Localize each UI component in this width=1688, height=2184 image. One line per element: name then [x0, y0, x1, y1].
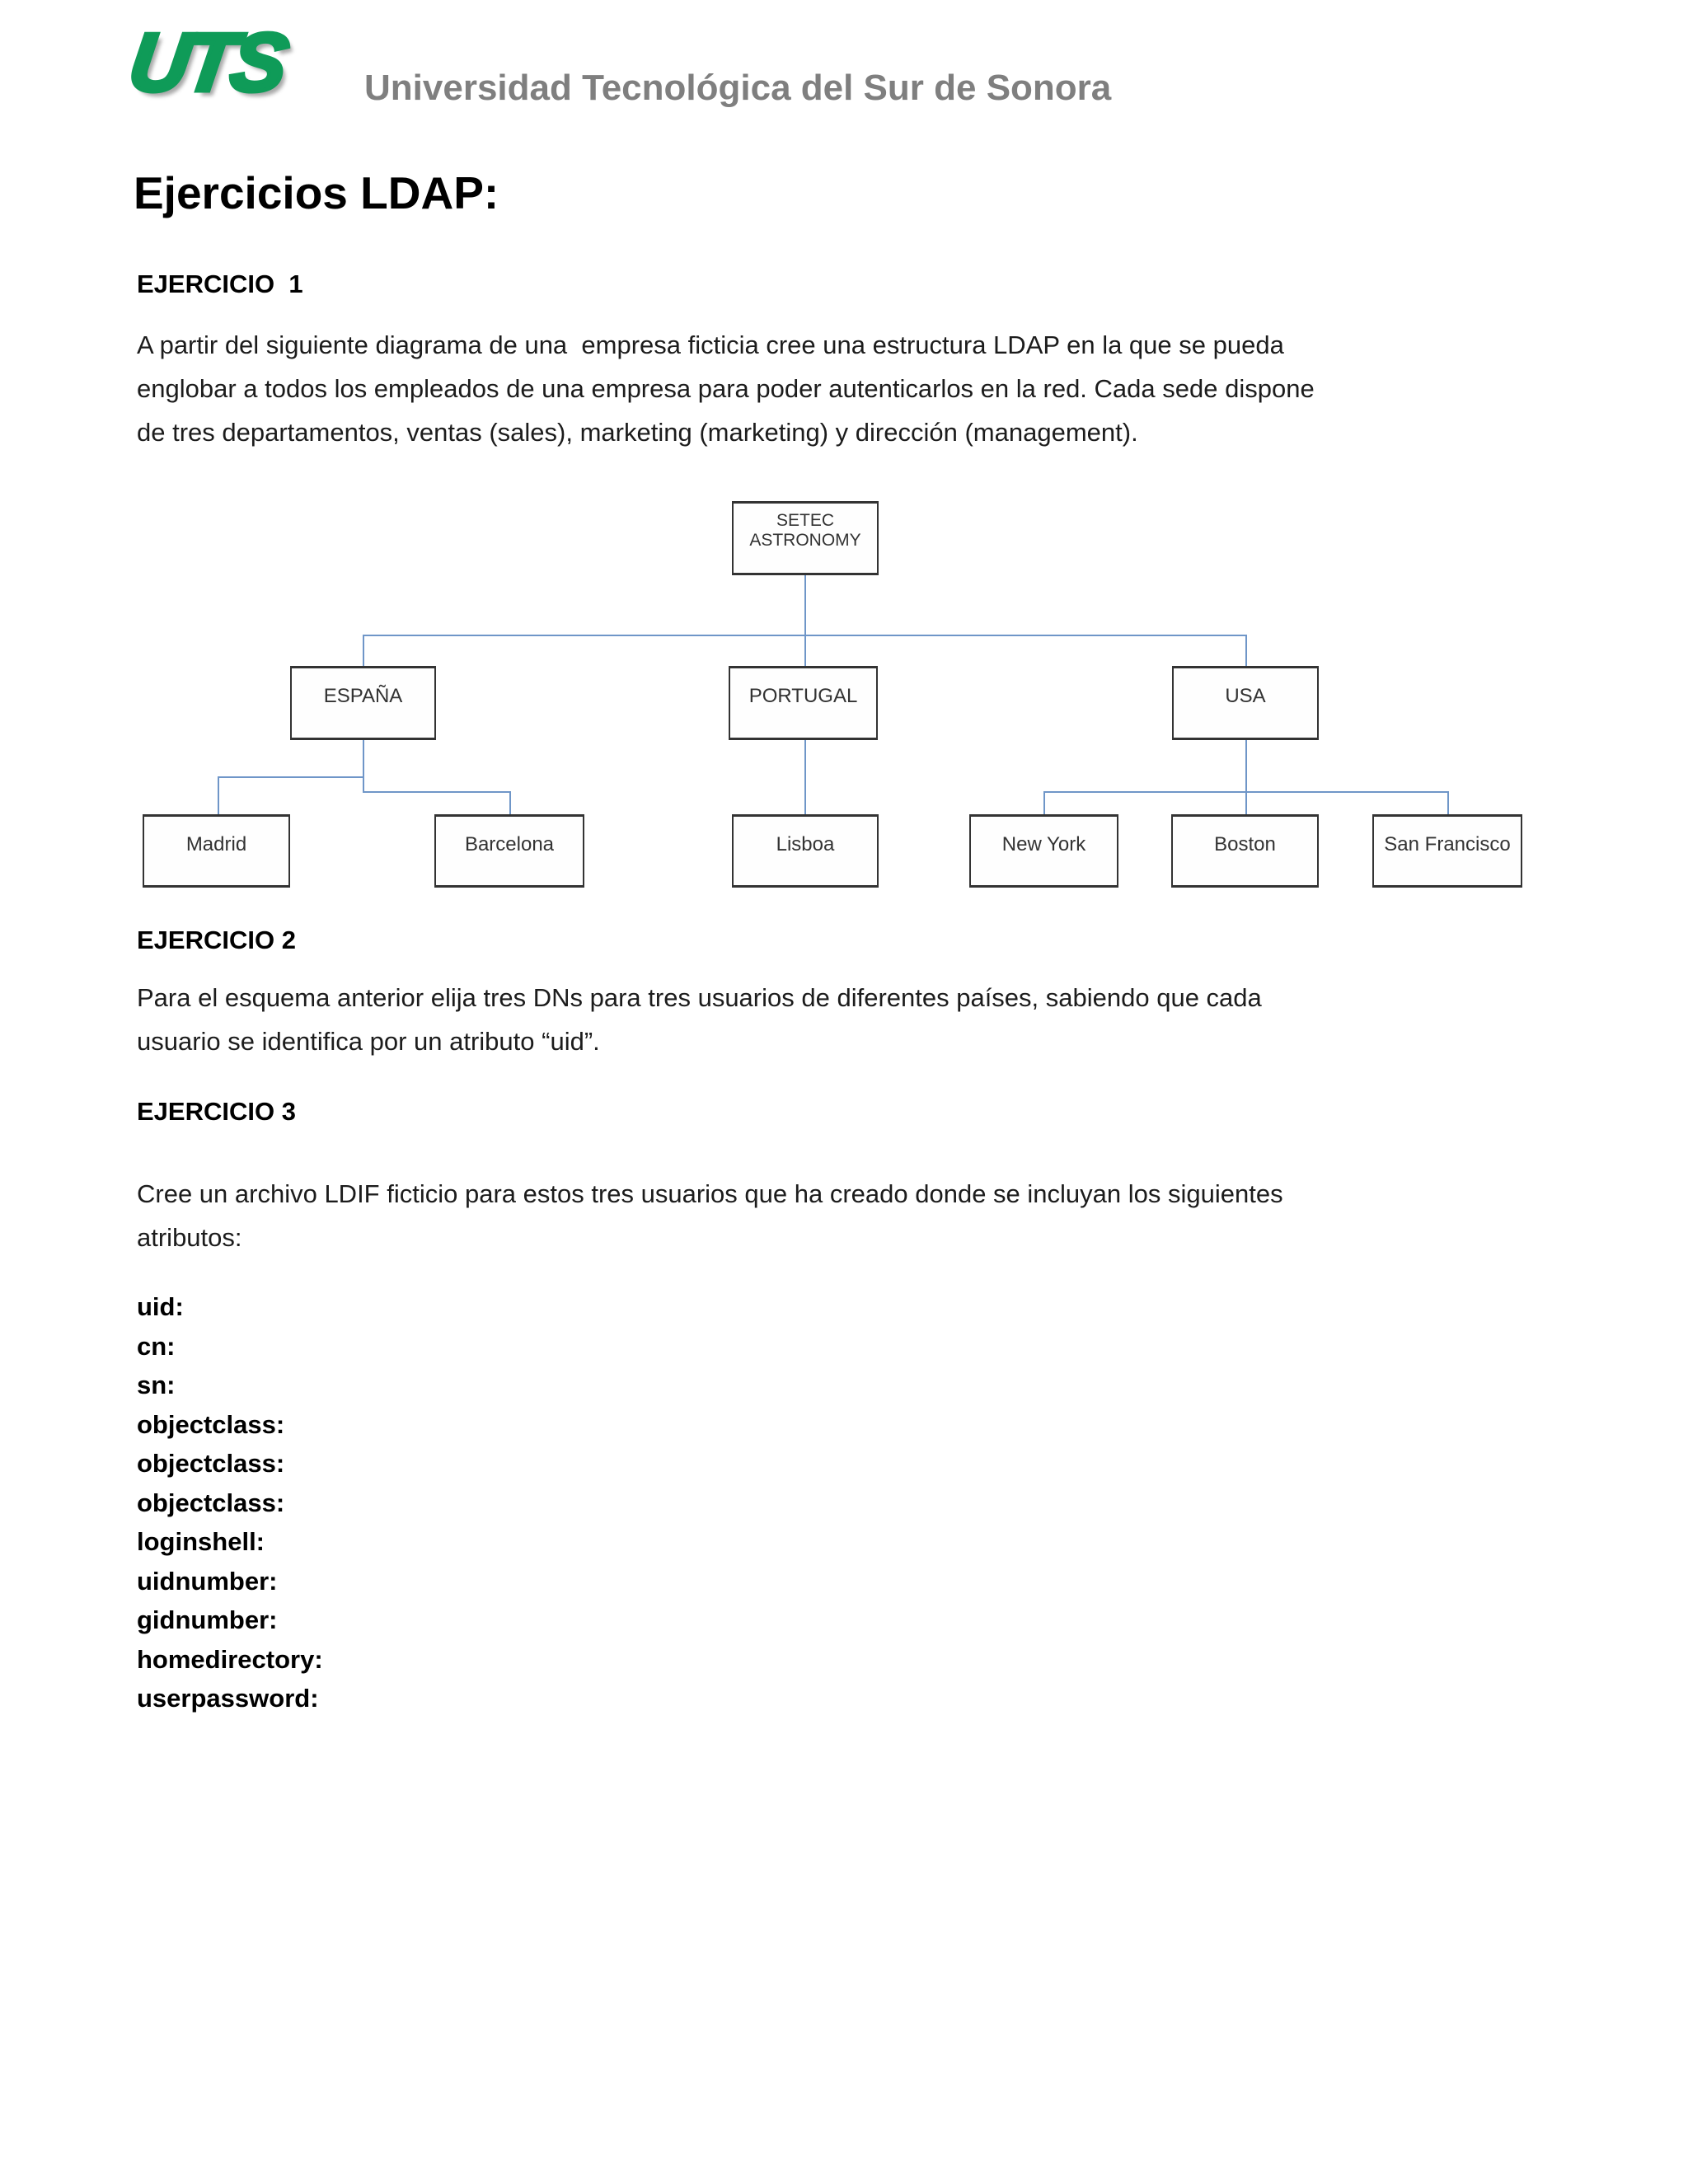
connector-line [363, 635, 364, 666]
ldif-attribute: cn: [137, 1331, 176, 1361]
ldif-attribute-list: uid: cn: sn: objectclass: objectclass: o… [137, 1287, 323, 1718]
ldif-attribute: loginshell: [137, 1527, 265, 1556]
ldif-attribute: objectclass: [137, 1488, 285, 1517]
university-name: Universidad Tecnológica del Sur de Sonor… [364, 68, 1112, 108]
connector-line [804, 740, 806, 814]
text-line: Cree un archivo LDIF ficticio para estos… [137, 1179, 1283, 1208]
node-label: ESPAÑA [323, 685, 403, 707]
diagram-node-boston: Boston [1171, 814, 1319, 888]
exercise2-body: Para el esquema anterior elija tres DNs … [137, 976, 1262, 1063]
connector-line [1245, 635, 1247, 666]
ldif-attribute: objectclass: [137, 1449, 285, 1478]
exercise1-body: A partir del siguiente diagrama de una e… [137, 323, 1315, 454]
exercise3-body: Cree un archivo LDIF ficticio para estos… [137, 1172, 1283, 1259]
ldap-org-diagram: SETEC ASTRONOMY ESPAÑA PORTUGAL USA Madr… [0, 494, 1688, 892]
ldif-attribute: objectclass: [137, 1409, 285, 1439]
node-label: Barcelona [464, 833, 555, 855]
node-label: Madrid [185, 833, 247, 855]
connector-line [804, 575, 806, 666]
diagram-node-setec-astronomy: SETEC ASTRONOMY [732, 501, 879, 575]
connector-line [363, 740, 364, 793]
exercise2-heading: EJERCICIO 2 [137, 926, 296, 954]
uts-logo: UTS [122, 15, 292, 111]
connector-line [1245, 791, 1247, 814]
text-line: A partir del siguiente diagrama de una e… [137, 330, 1284, 359]
node-label: Boston [1214, 833, 1276, 855]
exercise1-heading: EJERCICIO 1 [137, 269, 303, 298]
diagram-node-san-francisco: San Francisco [1372, 814, 1522, 888]
node-label: San Francisco [1384, 833, 1511, 855]
connector-line [1245, 740, 1247, 793]
connector-line [509, 791, 511, 814]
node-label: SETEC ASTRONOMY [749, 511, 861, 550]
connector-line [363, 635, 1247, 636]
node-label: PORTUGAL [748, 685, 858, 707]
diagram-node-madrid: Madrid [143, 814, 290, 888]
ldif-attribute: userpassword: [137, 1684, 319, 1713]
text-line: atributos: [137, 1223, 242, 1252]
node-label: Lisboa [776, 833, 835, 855]
ldif-attribute: uidnumber: [137, 1566, 278, 1596]
connector-line [1043, 791, 1045, 814]
text-line: Para el esquema anterior elija tres DNs … [137, 983, 1262, 1012]
node-label: New York [1001, 833, 1086, 855]
diagram-node-lisboa: Lisboa [732, 814, 879, 888]
ldif-attribute: uid: [137, 1292, 184, 1321]
diagram-node-portugal: PORTUGAL [729, 666, 878, 740]
node-label: USA [1225, 685, 1266, 707]
connector-line [1447, 791, 1449, 814]
connector-line [363, 791, 511, 793]
connector-line [218, 776, 219, 814]
ldif-attribute: homedirectory: [137, 1644, 323, 1674]
text-line: usuario se identifica por un atributo “u… [137, 1027, 600, 1056]
diagram-node-espana: ESPAÑA [290, 666, 436, 740]
page-title: Ejercicios LDAP: [134, 167, 499, 218]
ldif-attribute: gidnumber: [137, 1605, 278, 1634]
exercise3-heading: EJERCICIO 3 [137, 1097, 296, 1126]
ldif-attribute: sn: [137, 1371, 176, 1399]
connector-line [218, 776, 364, 778]
diagram-node-barcelona: Barcelona [434, 814, 584, 888]
diagram-node-usa: USA [1172, 666, 1319, 740]
text-line: englobar a todos los empleados de una em… [137, 374, 1315, 403]
diagram-node-new-york: New York [969, 814, 1118, 888]
text-line: de tres departamentos, ventas (sales), m… [137, 418, 1138, 447]
